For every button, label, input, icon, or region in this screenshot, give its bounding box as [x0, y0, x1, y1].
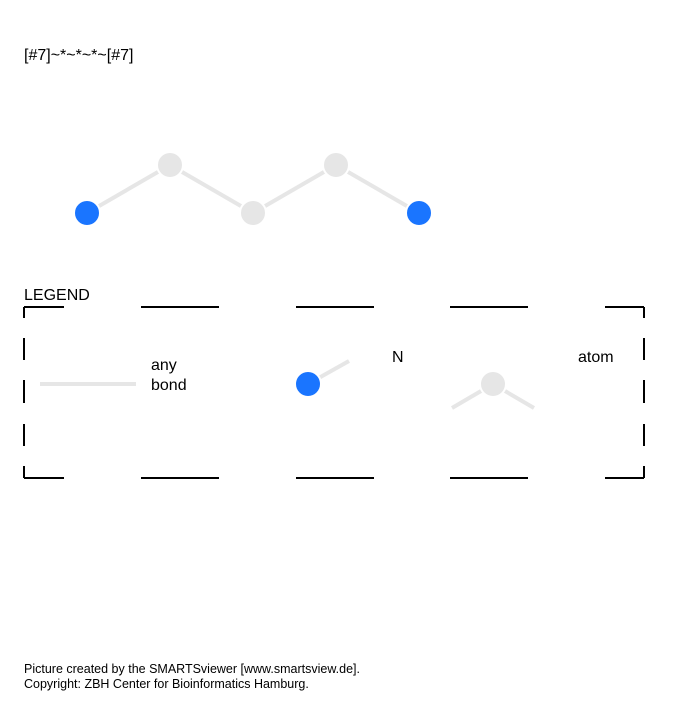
smarts-string: [#7]~*~*~*~[#7]	[24, 47, 133, 64]
bond-1	[168, 163, 255, 215]
legend-any-bond-label-1: any	[151, 357, 177, 374]
legend-nitrogen-atom	[294, 370, 322, 398]
bond-3	[334, 163, 421, 215]
bond-2	[251, 163, 338, 215]
legend-any-atom-label: atom	[578, 349, 614, 366]
legend-nitrogen-label: N	[392, 349, 404, 366]
nitrogen-atom-4	[405, 199, 433, 227]
molecule	[73, 151, 433, 227]
bond-0	[85, 163, 172, 215]
footer-line-2: Copyright: ZBH Center for Bioinformatics…	[24, 677, 309, 691]
legend-title: LEGEND	[24, 287, 90, 304]
legend-any-bond-label-2: bond	[151, 377, 187, 394]
nitrogen-atom-0	[73, 199, 101, 227]
any-atom-2	[239, 199, 267, 227]
legend-any-atom	[479, 370, 507, 398]
legend-frame	[23, 306, 645, 479]
any-atom-1	[156, 151, 184, 179]
footer-line-1: Picture created by the SMARTSviewer [www…	[24, 662, 360, 676]
any-atom-3	[322, 151, 350, 179]
